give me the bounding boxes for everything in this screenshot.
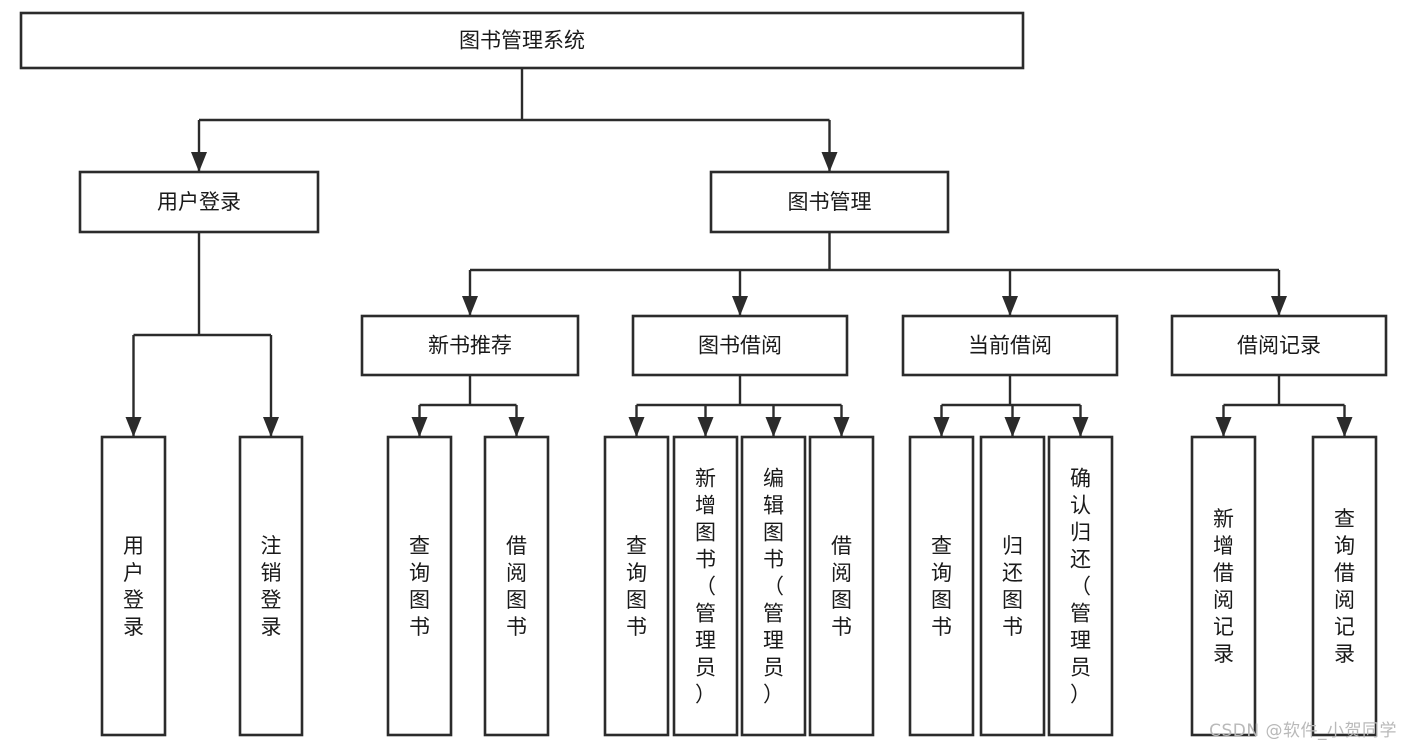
node-label-leaf-return-book: 归还图书 — [1002, 534, 1023, 639]
node-leaf-logout-login[interactable]: 注销登录 — [238, 435, 304, 737]
arrow-head-icon-leaf-confirm-return-admin — [1072, 417, 1089, 437]
node-label-leaf-query-book: 查询图书 — [626, 534, 647, 639]
connector-layer — [125, 68, 1353, 437]
node-leaf-add-book-admin[interactable]: 新增图书（管理员） — [672, 435, 739, 737]
node-box-leaf-query-borrow-record — [1311, 435, 1378, 737]
node-current-borrow[interactable]: 当前借阅 — [901, 314, 1119, 377]
node-box-leaf-add-borrow-record — [1190, 435, 1257, 737]
node-root[interactable]: 图书管理系统 — [19, 11, 1025, 70]
node-label-root: 图书管理系统 — [459, 29, 585, 53]
node-leaf-borrow-book-recommend[interactable]: 借阅图书 — [483, 435, 550, 737]
node-box-leaf-borrow-book — [808, 435, 875, 737]
node-box-leaf-edit-book-admin — [740, 435, 807, 737]
node-leaf-add-borrow-record[interactable]: 新增借阅记录 — [1190, 435, 1257, 737]
arrow-head-icon-leaf-edit-book-admin — [765, 417, 782, 437]
node-label-current-borrow: 当前借阅 — [968, 334, 1052, 358]
arrow-head-icon-leaf-query-book-recommend — [411, 417, 428, 437]
node-box-root — [19, 11, 1025, 70]
node-box-leaf-query-book-recommend — [386, 435, 453, 737]
node-label-leaf-user-login: 用户登录 — [123, 534, 144, 639]
node-box-leaf-borrow-book-recommend — [483, 435, 550, 737]
node-label-leaf-query-book-current: 查询图书 — [931, 534, 952, 639]
arrow-head-icon-leaf-add-book-admin — [697, 417, 714, 437]
node-label-leaf-confirm-return-admin: 确认归还（管理员） — [1070, 467, 1091, 707]
node-label-new-book-recommend: 新书推荐 — [428, 334, 512, 358]
node-leaf-confirm-return-admin[interactable]: 确认归还（管理员） — [1047, 435, 1114, 737]
arrow-head-icon-current-borrow — [1002, 296, 1018, 316]
node-leaf-query-borrow-record[interactable]: 查询借阅记录 — [1311, 435, 1378, 737]
arrow-head-icon-book-borrow — [732, 296, 748, 316]
arrow-head-icon-leaf-borrow-book-recommend — [508, 417, 525, 437]
arrow-head-icon-new-book-recommend — [462, 296, 478, 316]
node-label-leaf-add-book-admin: 新增图书（管理员） — [695, 467, 716, 707]
node-leaf-borrow-book[interactable]: 借阅图书 — [808, 435, 875, 737]
node-box-leaf-logout-login — [238, 435, 304, 737]
node-label-leaf-borrow-book: 借阅图书 — [831, 534, 852, 639]
node-box-new-book-recommend — [360, 314, 580, 377]
arrow-head-icon-book-manage — [821, 152, 838, 172]
node-label-leaf-query-book-recommend: 查询图书 — [409, 534, 430, 639]
node-box-leaf-confirm-return-admin — [1047, 435, 1114, 737]
node-user-login[interactable]: 用户登录 — [78, 170, 320, 234]
node-box-leaf-return-book — [979, 435, 1046, 737]
node-leaf-user-login[interactable]: 用户登录 — [100, 435, 167, 737]
node-layer: 图书管理系统用户登录图书管理新书推荐图书借阅当前借阅借阅记录用户登录注销登录查询… — [19, 11, 1388, 737]
arrow-head-icon-user-login — [191, 152, 207, 172]
arrow-head-icon-leaf-query-book — [628, 417, 645, 437]
node-box-leaf-add-book-admin — [672, 435, 739, 737]
node-box-borrow-record — [1170, 314, 1388, 377]
node-leaf-query-book[interactable]: 查询图书 — [603, 435, 670, 737]
node-label-leaf-borrow-book-recommend: 借阅图书 — [506, 534, 527, 639]
arrow-head-icon-leaf-logout-login — [263, 417, 279, 437]
node-book-manage[interactable]: 图书管理 — [709, 170, 950, 234]
arrow-head-icon-leaf-return-book — [1004, 417, 1021, 437]
node-box-user-login — [78, 170, 320, 234]
node-leaf-return-book[interactable]: 归还图书 — [979, 435, 1046, 737]
arrow-head-icon-leaf-borrow-book — [833, 417, 850, 437]
arrow-head-icon-leaf-add-borrow-record — [1215, 417, 1232, 437]
arrow-head-icon-leaf-query-book-current — [933, 417, 950, 437]
node-borrow-record[interactable]: 借阅记录 — [1170, 314, 1388, 377]
node-label-leaf-add-borrow-record: 新增借阅记录 — [1213, 507, 1234, 666]
node-label-book-manage: 图书管理 — [788, 190, 872, 214]
node-new-book-recommend[interactable]: 新书推荐 — [360, 314, 580, 377]
node-label-leaf-logout-login: 注销登录 — [261, 534, 282, 639]
node-box-leaf-query-book — [603, 435, 670, 737]
node-label-borrow-record: 借阅记录 — [1237, 334, 1321, 358]
node-leaf-edit-book-admin[interactable]: 编辑图书（管理员） — [740, 435, 807, 737]
node-label-book-borrow: 图书借阅 — [698, 334, 782, 358]
node-label-user-login: 用户登录 — [157, 190, 241, 214]
node-leaf-query-book-current[interactable]: 查询图书 — [908, 435, 975, 737]
node-box-leaf-query-book-current — [908, 435, 975, 737]
node-label-leaf-edit-book-admin: 编辑图书（管理员） — [763, 467, 784, 707]
arrow-head-icon-borrow-record — [1271, 296, 1287, 316]
node-book-borrow[interactable]: 图书借阅 — [631, 314, 849, 377]
arrow-head-icon-leaf-user-login — [125, 417, 142, 437]
node-box-book-manage — [709, 170, 950, 234]
node-box-leaf-user-login — [100, 435, 167, 737]
arrow-head-icon-leaf-query-borrow-record — [1336, 417, 1353, 437]
node-box-current-borrow — [901, 314, 1119, 377]
node-leaf-query-book-recommend[interactable]: 查询图书 — [386, 435, 453, 737]
node-box-book-borrow — [631, 314, 849, 377]
watermark-label: CSDN @软件_小贺同学 — [1209, 721, 1397, 741]
node-label-leaf-query-borrow-record: 查询借阅记录 — [1334, 507, 1355, 666]
